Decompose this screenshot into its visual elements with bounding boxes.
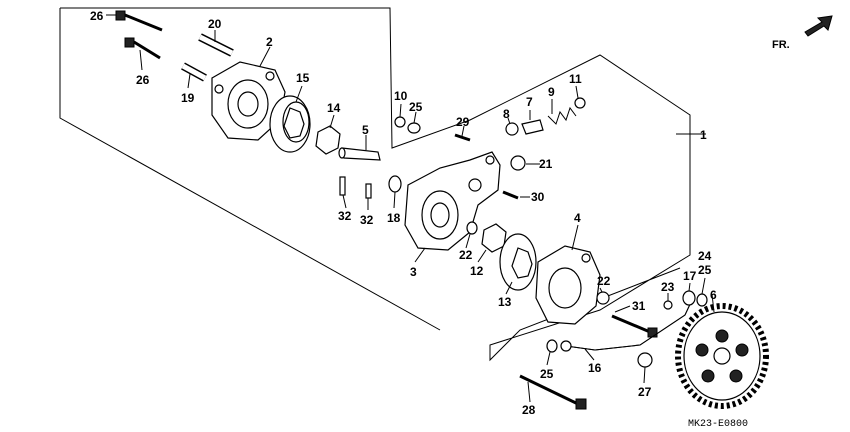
washer-10 [394, 116, 406, 128]
diagram-code: MK23-E0800 [688, 419, 748, 430]
callout-14: 14 [327, 101, 341, 115]
outer-rotor-15 [269, 95, 311, 153]
pump-body-3 [404, 151, 501, 251]
callout-25-upper: 25 [409, 100, 423, 114]
nut-27 [637, 352, 653, 368]
collar-17 [682, 290, 696, 306]
valve-7 [521, 119, 544, 135]
washer-21 [510, 155, 526, 171]
bolt-26-lower [124, 37, 161, 60]
callout-6: 6 [710, 288, 717, 302]
callout-26-lower: 26 [136, 73, 150, 87]
callout-15: 15 [296, 71, 310, 85]
pin-32-right [365, 183, 372, 199]
callout-24: 24 [698, 249, 712, 263]
bolt-30 [519, 374, 587, 410]
inner-rotor-14 [315, 125, 341, 155]
callout-2: 2 [266, 35, 273, 49]
bolt-26-upper [115, 10, 163, 32]
callout-5: 5 [362, 123, 369, 137]
callout-22-right: 22 [597, 274, 611, 288]
callout-32-left: 32 [338, 209, 352, 223]
callout-18: 18 [387, 211, 401, 225]
callout-11: 11 [569, 72, 582, 86]
front-arrow-icon: FR. [772, 15, 833, 51]
callout-23: 23 [661, 280, 675, 294]
callout-29: 30 [531, 190, 545, 204]
callout-17: 17 [683, 269, 697, 283]
callout-27: 27 [638, 385, 652, 399]
oil-pipe-16 [560, 299, 693, 352]
callout-30: 28 [522, 403, 536, 417]
callout-labels: 26 26 20 2 19 15 14 5 32 32 18 10 25 29 … [90, 9, 717, 417]
leader-lines [106, 14, 715, 403]
o-ring-18 [388, 175, 402, 193]
pump-shaft-5 [338, 147, 381, 161]
callout-8: 8 [503, 107, 510, 121]
spring-9 [547, 106, 577, 125]
assembly-boundary [59, 7, 706, 362]
callout-20: 20 [208, 17, 222, 31]
washer-23 [663, 300, 673, 310]
callout-13: 13 [498, 295, 512, 309]
callout-31: 31 [632, 299, 646, 313]
pin-32-left [339, 176, 346, 196]
callout-16: 16 [588, 361, 602, 375]
pump-cover-2 [211, 61, 286, 141]
outer-rotor-13 [499, 233, 537, 291]
washer-25-upper [407, 122, 421, 134]
callout-32-right: 32 [360, 213, 374, 227]
seal-8 [505, 122, 519, 136]
callout-4: 4 [574, 211, 581, 225]
callout-26-upper: 26 [90, 9, 104, 23]
washer-25-right [696, 293, 708, 307]
callout-19: 19 [181, 91, 195, 105]
sprocket-6 [675, 303, 769, 409]
callout-1: 1 [700, 128, 707, 142]
callout-12: 12 [470, 264, 484, 278]
washer-25-lower [546, 339, 558, 353]
front-label: FR. [772, 39, 790, 51]
pin-29 [502, 190, 519, 200]
callout-3: 3 [410, 265, 417, 279]
washer-22-left [466, 221, 478, 235]
pump-cover-4 [535, 245, 601, 325]
cap-11 [574, 97, 586, 109]
dowel-pin-19 [181, 62, 207, 82]
callout-7: 7 [526, 95, 533, 109]
washer-22-right [596, 291, 610, 305]
callout-9: 9 [548, 85, 555, 99]
callout-28: 29 [456, 115, 470, 129]
dowel-pin-20 [198, 33, 234, 57]
callout-10: 10 [394, 89, 408, 103]
callout-21: 21 [539, 157, 553, 171]
callout-25-right: 25 [698, 263, 712, 277]
bolt-31 [611, 314, 658, 338]
pin-28 [454, 133, 471, 142]
callout-25-lower: 25 [540, 367, 554, 381]
callout-22-left: 22 [459, 248, 473, 262]
